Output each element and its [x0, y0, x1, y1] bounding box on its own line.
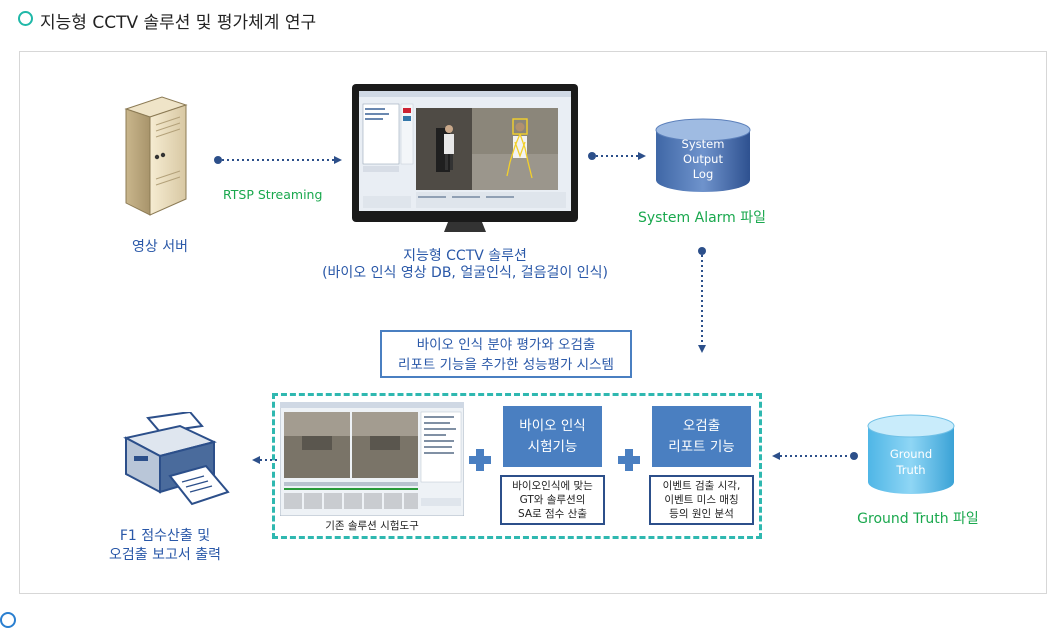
- bio-function-line2: 시험기능: [527, 438, 578, 455]
- output-line2: 오검출 보고서 출력: [109, 547, 221, 563]
- bio-function-line1: 바이오 인식: [519, 417, 586, 434]
- printer-icon: [123, 412, 230, 506]
- output-line1: F1 점수산출 및: [119, 528, 211, 544]
- false-report-line2: 리포트 기능: [668, 438, 735, 455]
- existing-tool-caption: 기존 솔루션 시험도구: [325, 520, 419, 532]
- system-log-cyl-text-1: System: [681, 137, 725, 151]
- ground-truth-database-icon: [867, 414, 955, 494]
- plus-icon: [618, 449, 640, 471]
- ground-truth-cyl-text-1: Ground: [889, 447, 933, 461]
- bio-function-description: 바이오인식에 맞는 GT와 솔루션의 SA로 점수 산출: [500, 475, 605, 525]
- arrow-icon: [252, 456, 278, 464]
- server-icon: [124, 96, 188, 216]
- evaluation-system-title: 바이오 인식 분야 평가와 오검출 리포트 기능을 추가한 성능평가 시스템: [380, 330, 632, 378]
- arrow-icon: [698, 247, 706, 353]
- cctv-label-line2: (바이오 인식 영상 DB, 얼굴인식, 걸음걸이 인식): [322, 265, 608, 281]
- monitor-icon: [352, 84, 578, 232]
- ground-truth-cyl-text-2: Truth: [896, 463, 926, 477]
- report-desc-1: 이벤트 검출 시각,: [662, 480, 741, 492]
- report-desc-3: 등의 원인 분석: [669, 508, 734, 520]
- title-circle-icon: [18, 11, 33, 26]
- system-log-cyl-text-3: Log: [692, 167, 714, 181]
- plus-icon: [469, 449, 491, 471]
- existing-tool-screenshot: [280, 402, 464, 516]
- false-report-description: 이벤트 검출 시각, 이벤트 미스 매칭 등의 원인 분석: [649, 475, 754, 525]
- evaluation-line2: 리포트 기능을 추가한 성능평가 시스템: [398, 357, 614, 373]
- streaming-label: RTSP Streaming: [223, 187, 323, 202]
- cctv-label-line1: 지능형 CCTV 솔루션: [403, 248, 527, 264]
- system-log-database-icon: [655, 118, 751, 192]
- bio-desc-1: 바이오인식에 맞는: [512, 480, 593, 492]
- arrow-icon: [588, 152, 646, 160]
- bio-function-box: 바이오 인식 시험기능: [503, 406, 602, 467]
- server-label: 영상 서버: [132, 239, 188, 255]
- arrow-icon: [214, 156, 342, 164]
- arrow-icon: [772, 452, 858, 460]
- ground-truth-label: Ground Truth 파일: [857, 511, 979, 527]
- evaluation-line1: 바이오 인식 분야 평가와 오검출: [416, 337, 596, 353]
- system-log-cyl-text-2: Output: [683, 152, 723, 166]
- evaluation-region: [272, 393, 762, 539]
- bio-desc-2: GT와 솔루션의: [519, 494, 586, 506]
- report-desc-2: 이벤트 미스 매칭: [664, 494, 739, 506]
- system-alarm-label: System Alarm 파일: [637, 210, 767, 226]
- bio-desc-3: SA로 점수 산출: [517, 508, 588, 520]
- false-report-line1: 오검출: [682, 417, 721, 434]
- false-report-box: 오검출 리포트 기능: [652, 406, 751, 467]
- page-title: 지능형 CCTV 솔루션 및 평가체계 연구: [40, 13, 317, 33]
- next-section-circle-icon: [0, 612, 16, 628]
